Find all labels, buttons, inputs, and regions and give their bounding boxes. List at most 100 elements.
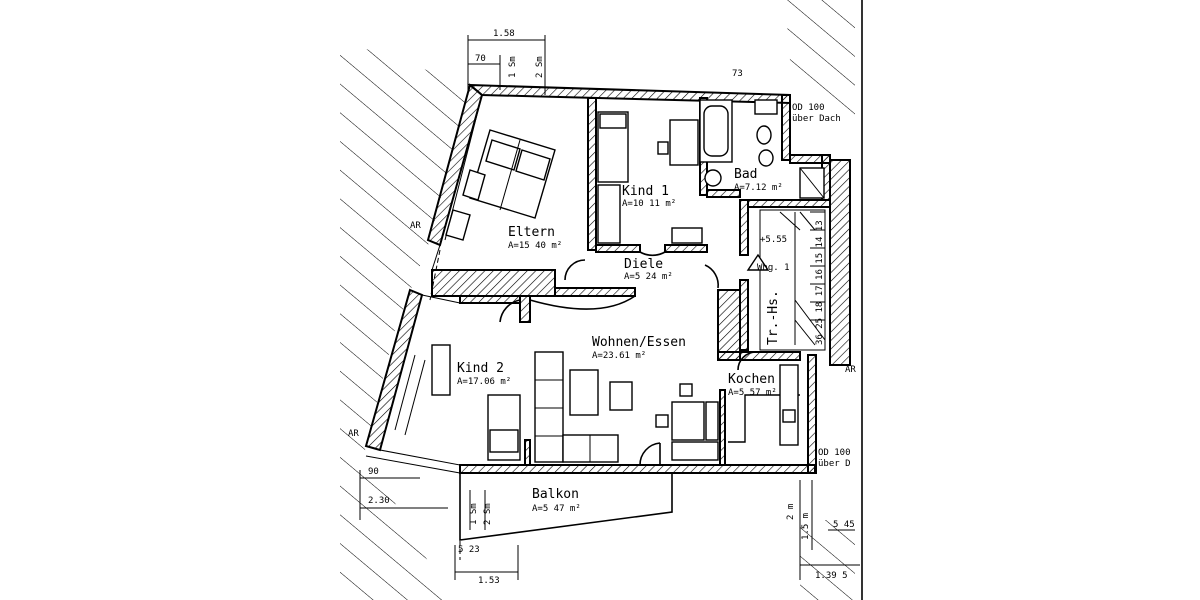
door-kochen [737, 351, 757, 371]
outside-hatch-bottom-right [800, 520, 855, 600]
wall-right-bath [781, 94, 791, 161]
room-area-kind1: A=10 11 m² [622, 199, 676, 209]
room-name-eltern: Eltern [508, 225, 555, 240]
stairwell-label: Tr.-Hs. [766, 290, 781, 345]
armchair [609, 381, 633, 411]
chair-1 [679, 383, 693, 397]
wall-kind1-diele-b [664, 244, 708, 253]
level-bottom: OD 100 [818, 448, 851, 458]
wall-kochen-left [719, 389, 726, 466]
dash-left [429, 249, 441, 301]
chair-kind1 [657, 141, 669, 155]
dim-left-230: 2.30 [368, 496, 390, 506]
dim-bottom-153: 1.53 [478, 576, 500, 586]
stair-area [759, 209, 826, 351]
pillow-kind1 [599, 113, 627, 129]
coffee-table [569, 369, 599, 416]
ar-right: AR [845, 365, 856, 375]
dim-top-70: 70 [475, 54, 486, 64]
bathtub-inner [703, 105, 729, 157]
right-dimensions [799, 480, 860, 580]
door-kind1 [639, 251, 666, 257]
room-name-kind2: Kind 2 [457, 361, 504, 376]
dining-table [671, 401, 705, 441]
wall-join [431, 244, 441, 271]
wall-stair-left-lower [739, 279, 749, 351]
balcony-corner [365, 449, 461, 474]
sink-2 [754, 99, 778, 115]
level-top: OD 100 [792, 103, 825, 113]
room-name-balkon: Balkon [532, 487, 579, 502]
door-kind2 [499, 299, 521, 323]
room-name-wohnen: Wohnen/Essen [592, 335, 686, 350]
kind2-inner-line [394, 354, 416, 431]
outside-hatch-top-right [785, 0, 855, 130]
wall-kind1-diele-a [595, 244, 641, 253]
desk-kind1 [669, 119, 699, 166]
room-area-kochen: A=5 57 m² [728, 388, 777, 398]
bidet [758, 149, 774, 167]
wall-join-2 [421, 294, 461, 304]
wall-stair-left [739, 199, 749, 256]
wall-kind2-bottom [524, 439, 531, 466]
wall-bad-bottom [706, 189, 741, 198]
dim-right-15m: 1.5 m [801, 513, 811, 540]
stair-steps [779, 211, 826, 346]
wall-pillar [717, 289, 741, 361]
outside-hatch-left [340, 40, 470, 600]
desk-kind2 [431, 344, 451, 396]
room-name-bad: Bad [734, 167, 757, 182]
room-area-bad: A=7.12 m² [734, 183, 783, 193]
wardrobe-eltern [445, 209, 471, 241]
left-dimensions [359, 470, 448, 520]
sofa-left [534, 351, 564, 463]
dim-right-545: 5 45 [833, 520, 855, 530]
dim-top-2sm: 2 Sm [535, 56, 545, 78]
top-dimensions [467, 35, 546, 95]
level-bottom-note: über D [818, 459, 851, 469]
pillow-kind2 [489, 429, 519, 453]
bottom-dimensions [454, 490, 519, 580]
wall-bottom [459, 464, 816, 474]
wall-kind2-top [459, 295, 521, 304]
bench [671, 441, 719, 461]
ar-left: AR [348, 429, 359, 439]
room-name-kind1: Kind 1 [622, 184, 669, 199]
wall-eltern-kind1 [587, 97, 597, 251]
nightstand-1 [462, 169, 486, 201]
wall-stair-outer [829, 159, 851, 366]
wall-top [467, 83, 791, 105]
pillow-1 [485, 139, 521, 171]
wall-diele-bottom [554, 287, 636, 297]
chair-2 [655, 414, 669, 428]
pillow-2 [515, 149, 551, 181]
dim-right-1395: 1.39 5 [815, 571, 848, 581]
wall-eltern-kind2 [431, 269, 556, 297]
dim-bottom-1sm: 1 Sm [469, 503, 479, 525]
level-top-note: über Dach [792, 114, 841, 124]
wall-right-lower [807, 354, 817, 474]
toilet [756, 125, 772, 145]
dim-top-158: 1.58 [493, 29, 515, 39]
dwelling-label: Whg. 1 [757, 263, 790, 273]
sideboard [705, 401, 719, 441]
dim-bottom-523: 5 23 [458, 545, 480, 555]
room-name-diele: Diele [624, 257, 663, 272]
dim-right-2m: 2 m [786, 504, 796, 520]
dim-top-1sm: 1 Sm [508, 56, 518, 78]
kitchen-side [779, 364, 799, 446]
stair-numbers: 36 25 18 17 16 15 14 13 [815, 220, 825, 345]
wall-stair-top [747, 199, 831, 208]
room-area-diele: A=5 24 m² [624, 272, 673, 282]
door-wohnen-arc [529, 295, 636, 310]
stove [782, 409, 796, 423]
sink-bad [704, 169, 722, 187]
door-balcony [639, 442, 661, 466]
ar-top: AR [410, 221, 421, 231]
room-area-kind2: A=17.06 m² [457, 377, 511, 387]
dim-left-90: 90 [368, 467, 379, 477]
dim-top-73: 73 [732, 69, 743, 79]
door-diele [564, 259, 586, 281]
wardrobe-kind1 [597, 184, 621, 244]
